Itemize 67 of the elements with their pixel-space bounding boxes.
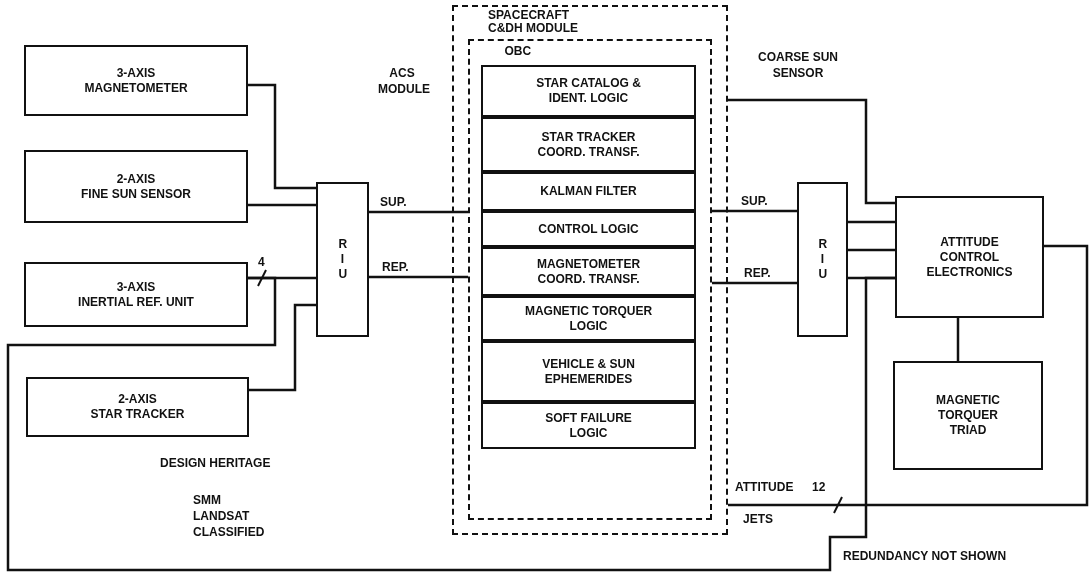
note-label: REDUNDANCY NOT SHOWN (843, 549, 1007, 565)
connector-line (712, 281, 797, 285)
node-label: R I U (338, 237, 347, 282)
node-label: INERTIAL REF. UNIT (78, 294, 194, 310)
interface-unit-box (316, 182, 369, 337)
function-block (481, 247, 696, 296)
node-label: MAGNETOMETER (84, 80, 188, 96)
connector-line (248, 203, 316, 207)
node-label: CONTROL LOGIC (538, 221, 639, 237)
function-block (481, 296, 696, 341)
node-label: R I U (818, 237, 827, 282)
node-label: STAR CATALOG & IDENT. LOGIC (535, 76, 642, 106)
jets-label: JETS (743, 512, 773, 528)
function-block (481, 341, 696, 402)
computer-boundary (467, 38, 712, 520)
connector-line (848, 248, 895, 252)
node-label: MAGNETOMETER COORD. TRANSF. (535, 256, 642, 287)
function-block (481, 211, 696, 247)
axis-count-label: 2-AXIS (116, 171, 156, 187)
edge-label: REP. (744, 266, 771, 282)
axis-count-label: 2-AXIS (118, 392, 157, 407)
connector-line (728, 244, 1089, 507)
edge-label: REP. (382, 260, 409, 276)
node-label: MAGNETIC TORQUER LOGIC (523, 303, 654, 334)
edge-label: 12 (812, 480, 826, 496)
electronics-box (895, 196, 1044, 318)
interface-unit-box (797, 182, 848, 337)
node-label: MAGNETIC TORQUER TRIAD (935, 393, 1001, 438)
axis-count-label: 3-AXIS (116, 65, 156, 81)
connector-line (712, 209, 797, 213)
function-block (481, 172, 696, 211)
edge-label: 4 (258, 255, 265, 271)
node-label: KALMAN FILTER (540, 184, 637, 199)
edge-label: SUP. (741, 194, 768, 210)
function-block (481, 402, 696, 449)
sensor-label: COARSE SUN SENSOR (757, 50, 839, 82)
actuator-box (893, 361, 1043, 470)
node-label: ATTITUDE CONTROL ELECTRONICS (925, 234, 1014, 280)
node-label: SOFT FAILURE LOGIC (544, 410, 633, 441)
connector-line (956, 318, 960, 361)
jets-label: ATTITUDE (735, 480, 794, 496)
function-block (481, 117, 696, 172)
module-title: SPACECRAFT C&DH MODULE (488, 9, 579, 36)
heading-label: DESIGN HERITAGE (160, 456, 271, 472)
function-block (481, 65, 696, 117)
module-boundary (452, 5, 728, 535)
node-label: STAR TRACKER (90, 407, 185, 422)
heritage-label: CLASSIFIED (193, 525, 265, 541)
connector-line (369, 275, 468, 279)
heritage-label: LANDSAT (193, 509, 250, 525)
connector-line (6, 276, 895, 572)
connector-line (248, 83, 316, 190)
connector-line (369, 210, 468, 214)
sensor-box (24, 262, 248, 327)
edge-label: SUP. (380, 195, 407, 211)
node-label: VEHICLE & SUN EPHEMERIDES (541, 356, 636, 387)
module-title: OBC (504, 44, 532, 58)
connector-line (728, 98, 895, 205)
sensor-box (26, 377, 249, 437)
connector-line (249, 303, 316, 392)
connector-line (848, 220, 895, 224)
node-label: STAR TRACKER COORD. TRANSF. (536, 129, 641, 160)
sensor-box (24, 150, 248, 223)
axis-count-label: 3-AXIS (116, 279, 156, 295)
sensor-box (24, 45, 248, 116)
heritage-label: SMM (193, 493, 221, 509)
node-label: FINE SUN SENSOR (81, 186, 191, 202)
